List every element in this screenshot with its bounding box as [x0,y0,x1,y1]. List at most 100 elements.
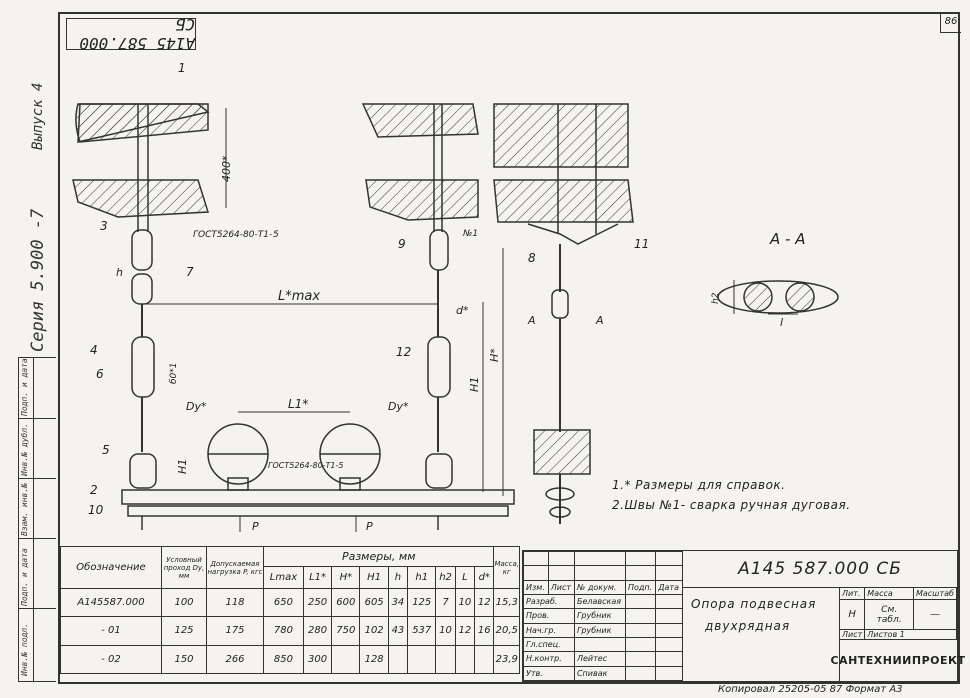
row1-h1: 537 [407,616,437,646]
sub-h2: h2 [435,566,456,589]
ceiling-side [493,103,629,168]
row2-dy: 150 [161,644,207,675]
sub-h: h [387,566,409,589]
col-izm: Изм. [523,579,549,595]
role-2: Нач.гр. [523,622,575,638]
turnbuckle-right [427,336,451,398]
sheet-frame [58,12,960,684]
dim-l1: L1* [288,397,308,411]
drawing-name-line1: Опора подвесная [691,597,817,611]
role-3: Гл.спец. [523,636,575,653]
mass-value: См. табл. [864,599,914,630]
row1-l1: 280 [302,616,333,646]
name-0: Белавская [573,593,626,610]
sheets-label: Листов 1 [864,629,957,640]
sub-H1: H1 [359,566,389,589]
force-left: P [252,520,259,533]
sub-h1: h1 [407,566,437,589]
header-load: Допускаемая нагрузка P, кгс [206,546,264,589]
dim-400: 400* [220,155,233,182]
name-2: Грубник [573,622,626,638]
callout-7: 7 [186,265,194,279]
scale-value: — [912,599,958,630]
section-h2: h2 [711,292,721,304]
section-title: А - А [769,230,805,248]
dim-H: H* [488,348,501,362]
row2-load: 266 [206,644,264,675]
lit-value: Н [838,599,866,630]
header-dy: Условный проход Dу, мм [161,546,207,589]
row2-l1: 300 [302,644,333,675]
gost-clamp: ГОСТ5264-80-Т1-5 [268,461,344,470]
footer-copied: Копировал [718,684,776,695]
table-row: - 02 150 266 850 300 128 23,9 [60,644,520,675]
table-row: - 01 125 175 780 280 750 102 43 537 10 1… [60,616,520,646]
dim-H1-right: H1 [468,377,481,392]
name-5: Спивак [573,665,626,682]
row1-d: 16 [474,616,495,646]
force-right: P [366,520,373,533]
row1-L: 12 [454,616,476,646]
callout-1: 1 [178,61,186,75]
callout-11: 11 [634,237,649,251]
row2-lmax: 850 [263,644,304,675]
gost-top-num: 5 [273,230,279,240]
beam-left [72,179,210,218]
turnbuckle-left [131,336,155,398]
dim-lmax: L*max [278,289,320,304]
col-doc: № докум. [573,579,626,595]
row0-l1: 250 [302,587,333,618]
row2-h2 [435,644,456,675]
sub-l1: L1* [302,566,333,589]
row2-designation: - 02 [60,644,162,675]
row2-h1 [407,644,437,675]
drawing-name-line2: двухрядная [705,619,791,633]
callout-9: 9 [398,237,406,251]
side-label-0: Инв.№ подл. [20,623,29,676]
role-4: Н.контр. [523,651,575,667]
ceiling-slab-right [361,103,479,138]
col-date: Дата [655,579,683,595]
dim-dy-left: Dy* [186,400,207,413]
row1-h2: 10 [435,616,456,646]
col-sign: Подп. [624,579,657,595]
side-stamp-box: Инв.№ подл. Подп. и дата Взам. инв.№ Инв… [18,357,56,682]
row0-h1: 125 [407,587,437,618]
note-1: 1.* Размеры для справок. [612,478,786,492]
page-number: 86 [940,12,961,33]
row1-load: 175 [206,616,264,646]
sheet-label: Лист [838,629,866,640]
issue-label: Выпуск 4 [30,82,46,150]
drawing-code: А145 587.000 СБ [683,551,957,588]
row1-mass: 20,5 [493,616,520,646]
row0-load: 118 [206,587,264,618]
roles-table: Изм. Лист № докум. Подп. Дата Разраб.Бел… [523,550,683,682]
lit-label: Лит. [838,587,866,600]
role-0: Разраб. [523,593,575,610]
spec-table: Обозначение Условный проход Dу, мм Допус… [60,546,520,675]
name-1: Грубник [573,608,626,624]
mass-label: Масса [864,587,914,600]
section-mark-right: А [595,314,604,327]
callout-8: 8 [528,251,536,265]
dim-d: d* [456,304,469,317]
side-label-3: Инв.№ дубл. [20,423,29,476]
row1-H: 750 [331,616,361,646]
row0-L: 10 [454,587,476,618]
row1-H1: 102 [359,616,389,646]
sub-H: H* [331,566,361,589]
callout-4: 4 [90,343,98,357]
traverse-beam [121,489,515,505]
callout-2: 2 [90,483,98,497]
sub-d: d* [474,566,495,589]
row0-lmax: 650 [263,587,304,618]
row0-h: 34 [387,587,409,618]
gost-top: ГОСТ5264-80-Т1- [193,230,272,240]
row0-H1: 605 [359,587,389,618]
assembly-drawing: 1 3 7 4 6 5 2 10 9 12 8 11 400* ГОСТ5264… [72,61,839,533]
row2-h [387,644,409,675]
footer: Копировал 25205-05 87 Формат А3 [718,684,903,695]
row2-H [331,644,361,675]
row2-L [454,644,476,675]
callout-3: 3 [100,219,108,233]
